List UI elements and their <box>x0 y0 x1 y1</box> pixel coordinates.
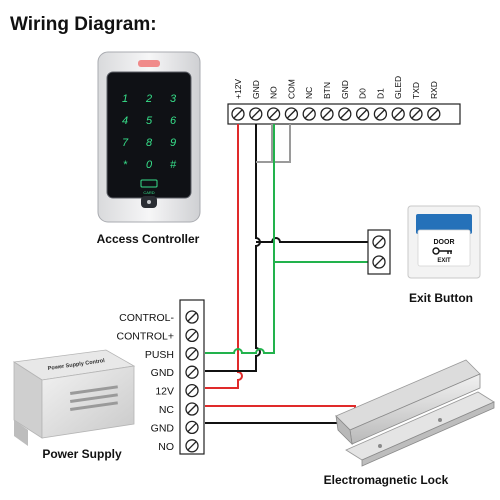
terminal-screw <box>320 107 334 121</box>
psu-terminal-label: NO <box>158 441 174 453</box>
controller-terminal-label: NC <box>304 87 314 99</box>
controller-terminal-label: GND <box>340 80 350 99</box>
electromagnetic-lock <box>335 359 495 467</box>
terminal-screw <box>185 439 199 453</box>
terminal-screw <box>338 107 352 121</box>
keypad-key[interactable]: 7 <box>122 137 129 149</box>
controller-terminal-label: BTN <box>322 82 332 99</box>
wire-12v <box>205 124 243 389</box>
psu-terminal-label: PUSH <box>145 349 174 361</box>
keypad-key[interactable]: 2 <box>145 93 152 105</box>
keypad-key[interactable]: 3 <box>170 93 177 105</box>
controller-terminal-label: D0 <box>358 88 368 99</box>
terminal-screw <box>185 328 199 343</box>
exit-button-device: DOOR EXIT <box>407 205 481 279</box>
keypad-key[interactable]: 9 <box>170 137 176 149</box>
wire-gnd <box>205 124 261 372</box>
keypad-key[interactable]: # <box>170 159 177 171</box>
keypad-key[interactable]: 0 <box>146 159 153 171</box>
wires <box>205 124 373 424</box>
keypad-key[interactable]: 4 <box>122 115 128 127</box>
terminal-screw <box>427 107 441 121</box>
wire-lock-positive <box>205 405 356 418</box>
key-icon <box>432 247 452 255</box>
controller-terminal-block: +12V GND NO COM NC BTN GND D0 D1 GLED TXD RXD <box>227 76 461 125</box>
psu-terminal-label: NC <box>159 404 175 416</box>
status-led <box>138 60 160 67</box>
controller-terminal-label: COM <box>286 79 296 99</box>
controller-caption: Access Controller <box>97 232 200 246</box>
psu-terminal-label: CONTROL- <box>119 312 174 324</box>
lock-caption: Electromagnetic Lock <box>324 473 449 487</box>
exit-button-door-text: DOOR <box>434 239 455 246</box>
keypad: 1 2 3 4 5 6 7 8 9 * 0 # <box>122 93 177 171</box>
keypad-key[interactable]: * <box>123 159 128 171</box>
psu-terminal-label: GND <box>151 422 175 434</box>
diagram-title: Wiring Diagram: <box>10 14 157 35</box>
terminal-screw <box>185 383 199 398</box>
controller-terminal-label: NO <box>269 86 279 99</box>
terminal-screw <box>185 347 199 361</box>
wire-no-com-bridge <box>271 124 291 163</box>
keypad-key[interactable]: 5 <box>146 115 153 127</box>
terminal-screw <box>284 107 299 121</box>
access-controller: 1 2 3 4 5 6 7 8 9 * 0 # CARD <box>97 51 201 223</box>
psu-terminal-label: GND <box>151 367 175 379</box>
terminal-screw <box>266 107 281 121</box>
controller-terminal-label: TXD <box>411 82 421 99</box>
terminal-screw <box>302 107 316 121</box>
power-supply-caption: Power Supply <box>42 447 122 461</box>
keypad-key[interactable]: 8 <box>146 137 153 149</box>
controller-terminal-label: +12V <box>233 79 243 99</box>
terminal-screw <box>372 235 386 249</box>
exit-button-caption: Exit Button <box>409 291 473 305</box>
controller-terminal-label: GND <box>251 80 261 99</box>
exit-button-terminals <box>367 229 391 275</box>
terminal-screw <box>372 255 386 269</box>
power-supply-device: Power Supply Control <box>12 349 136 446</box>
keypad-key[interactable]: 6 <box>170 115 177 127</box>
terminal-screw <box>185 402 199 416</box>
exit-button-exit-text[interactable]: EXIT <box>437 258 451 264</box>
terminal-screw <box>185 310 199 324</box>
terminal-screw <box>373 107 388 121</box>
controller-terminal-label: GLED <box>393 76 403 99</box>
card-label: CARD <box>143 190 154 195</box>
terminal-screw <box>391 107 405 121</box>
terminal-screw <box>409 107 423 121</box>
controller-terminal-label: D1 <box>375 88 385 99</box>
terminal-screw <box>185 420 199 435</box>
keypad-key[interactable]: 1 <box>122 93 128 105</box>
terminal-screw <box>249 107 263 121</box>
controller-terminal-label: RXD <box>429 81 439 99</box>
wire-push <box>205 262 275 354</box>
terminal-screw <box>185 365 199 379</box>
wire-gnd-exit <box>256 237 373 243</box>
psu-terminal-label: 12V <box>155 386 174 398</box>
card-icon <box>140 179 158 188</box>
psu-terminal-block: CONTROL- CONTROL+ PUSH GND 12V NC GND NO <box>117 299 205 455</box>
terminal-screw <box>231 107 245 121</box>
psu-terminal-label: CONTROL+ <box>117 330 174 342</box>
terminal-screw <box>355 107 370 121</box>
